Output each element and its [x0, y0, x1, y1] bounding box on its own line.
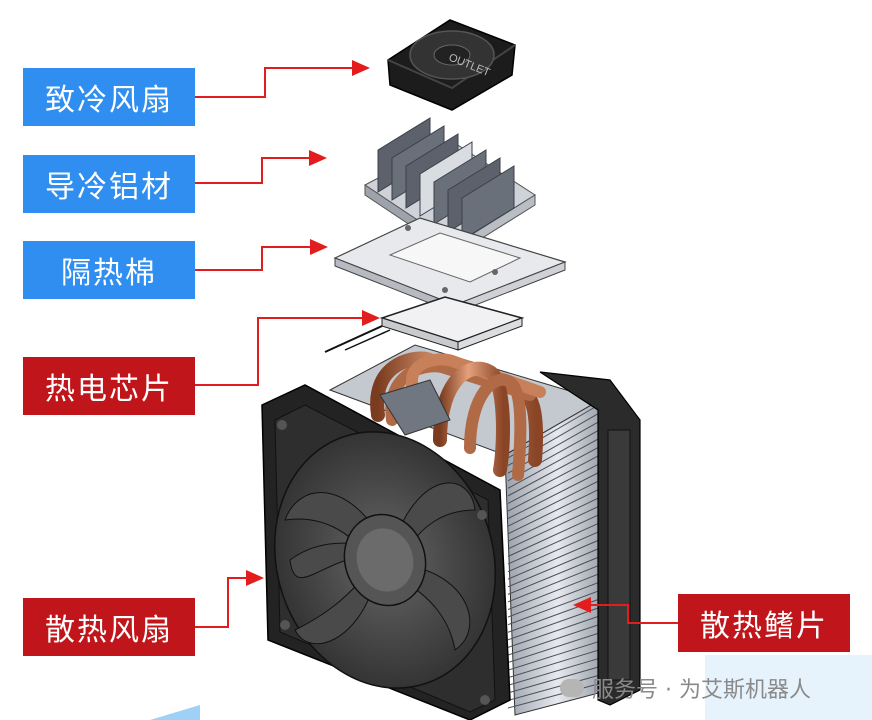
- fin-line: [507, 563, 603, 603]
- fin-line: [507, 572, 603, 610]
- label-heat-dissipation-fan: 散热风扇: [23, 598, 195, 656]
- fin-line: [507, 504, 603, 550]
- fin-line: [507, 461, 603, 512]
- fin-line: [507, 665, 603, 694]
- fin-line: [507, 470, 603, 520]
- heat-dissipation-fan-part: [261, 384, 511, 720]
- fin-line: [507, 529, 603, 573]
- label-thermoelectric-chip: 热电芯片: [23, 357, 195, 415]
- fin-line: [507, 682, 603, 709]
- fin-line: [507, 487, 603, 535]
- leader-lines: [195, 60, 678, 628]
- insulation-cotton-part: [333, 217, 567, 314]
- fin-line: [507, 589, 603, 626]
- fin-line: [507, 538, 603, 580]
- label-heat-fins: 散热鳍片: [678, 594, 850, 652]
- leader-dissipation-fan: [195, 570, 264, 628]
- fin-line: [507, 640, 603, 671]
- fin-line: [507, 623, 603, 656]
- fin-line: [507, 546, 603, 588]
- rear-fan-frame: [539, 371, 641, 706]
- leader-chip: [195, 310, 380, 386]
- fin-line: [507, 555, 603, 595]
- label-cold-aluminum: 导冷铝材: [23, 155, 195, 213]
- fin-line: [507, 453, 603, 504]
- label-insulation-cotton: 隔热棉: [23, 241, 195, 299]
- fin-line: [507, 478, 603, 527]
- fin-line: [507, 512, 603, 557]
- leader-cold-aluminum: [195, 150, 327, 184]
- fin-line: [507, 631, 603, 664]
- decor-shape-left: [150, 705, 200, 720]
- label-cooling-fan: 致冷风扇: [23, 68, 195, 126]
- fin-line: [507, 436, 603, 489]
- fin-line: [507, 648, 603, 679]
- fin-line: [507, 580, 603, 618]
- fin-line: [507, 495, 603, 542]
- fin-line: [507, 657, 603, 686]
- fin-line: [507, 674, 603, 701]
- base-block: [379, 379, 451, 436]
- leader-fins: [573, 597, 678, 624]
- thermoelectric-chip-part: [324, 296, 525, 353]
- leader-cooling-fan: [195, 60, 370, 98]
- watermark-text: 服务号 · 为艾斯机器人: [592, 678, 811, 703]
- cooling-fan-part: OUTLET: [387, 19, 516, 111]
- fin-line: [507, 521, 603, 565]
- watermark: 服务号 · 为艾斯机器人: [560, 672, 811, 704]
- fin-line: [507, 614, 603, 648]
- wechat-icon: [560, 679, 584, 697]
- fin-line: [507, 444, 603, 497]
- decor-shape-right: [705, 655, 872, 720]
- leader-insulation: [195, 239, 328, 271]
